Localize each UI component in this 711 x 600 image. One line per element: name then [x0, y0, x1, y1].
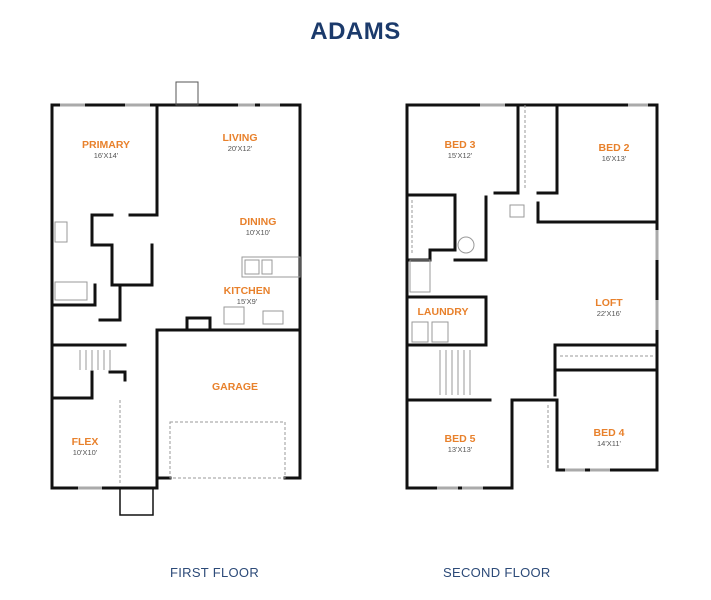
room-label-bed-4: BED 4	[593, 427, 625, 439]
room-label-bed-3: BED 3	[444, 139, 476, 151]
room-dims-flex: 10'X10'	[72, 448, 98, 457]
room-dims-dining: 10'X10'	[245, 228, 271, 237]
room-dims-primary: 16'X14'	[93, 151, 119, 160]
room-label-flex: FLEX	[71, 436, 99, 448]
room-label-bed-5: BED 5	[444, 433, 476, 445]
room-label-dining: DINING	[239, 216, 277, 228]
room-label-kitchen: KITCHEN	[223, 285, 271, 297]
room-dims-living: 20'X12'	[227, 144, 253, 153]
room-label-loft: LOFT	[595, 297, 623, 309]
room-dims-bed-4: 14'X11'	[597, 439, 621, 448]
room-label-primary: PRIMARY	[81, 139, 131, 151]
room-label-laundry: LAUNDRY	[417, 306, 469, 318]
second-floor-label: SECOND FLOOR	[443, 565, 551, 580]
first-floor-label: FIRST FLOOR	[170, 565, 260, 580]
room-dims-bed-2: 16'X13'	[601, 154, 627, 163]
room-dims-kitchen: 15'X9'	[236, 297, 258, 306]
room-label-bed-2: BED 2	[598, 142, 630, 154]
plan-title: ADAMS	[310, 18, 401, 45]
room-dims-loft: 22'X16'	[596, 309, 622, 318]
room-label-garage: GARAGE	[211, 381, 259, 393]
room-dims-bed-5: 13'X13'	[447, 445, 473, 454]
room-dims-bed-3: 15'X12'	[447, 151, 473, 160]
room-label-living: LIVING	[222, 132, 258, 144]
